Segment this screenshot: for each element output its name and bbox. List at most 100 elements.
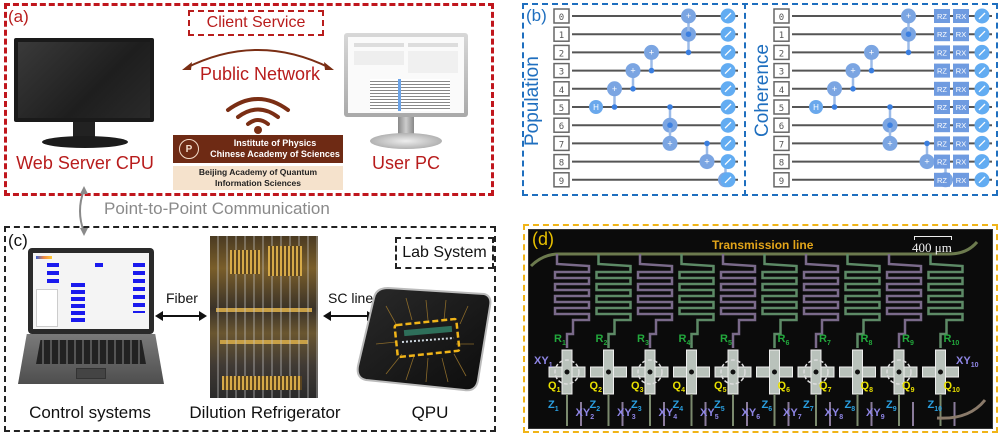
qubit-label: Q3 [631, 380, 644, 395]
hadamard-label: H [813, 103, 819, 112]
rotation-gate-rx [953, 45, 969, 60]
panel-b-divider [744, 3, 746, 196]
scale-bar-label: 400 μm [912, 240, 952, 255]
rotation-gate-label: RX [956, 139, 966, 148]
rotation-gate-rz [934, 154, 950, 169]
qubit-index-box [553, 62, 570, 79]
cnot-control-dot [685, 31, 692, 37]
qubit-index-box [773, 8, 790, 24]
readout-resonator [595, 254, 632, 348]
desktop-pc-icon [344, 33, 468, 151]
rotation-gate-label: RZ [937, 30, 947, 39]
qubit-index-label: 2 [779, 49, 784, 59]
qpu-chip-icon [356, 286, 492, 392]
z-line-label: Z2 [589, 399, 601, 414]
qubit-index-box [773, 153, 790, 170]
chip-layout [529, 241, 987, 426]
baqis-line1: Beijing Academy of Quantum [198, 167, 318, 177]
qubit-label: Q8 [860, 380, 873, 395]
cnot-control-dot [887, 122, 893, 128]
qubit-star [720, 359, 746, 385]
cnot-control-dot [831, 104, 838, 110]
rotation-gate-rx [953, 172, 969, 187]
cnot-target [901, 8, 916, 24]
xy-line-label: XY4 [658, 407, 678, 422]
readout-label: R10 [943, 333, 960, 348]
measurement-needle [978, 30, 986, 38]
readout-label: R3 [637, 333, 649, 348]
readout-label: R5 [720, 333, 732, 348]
institute-of-physics-logo: P Institute of Physics Chinese Academy o… [173, 135, 343, 163]
measurement-needle [724, 139, 732, 147]
client-service-box: Client Service [188, 10, 324, 36]
measurement-needle [724, 67, 732, 75]
readout-label: R7 [819, 333, 831, 348]
qubit-label: Q5 [714, 380, 727, 395]
z-line-label: Z6 [761, 399, 773, 414]
rotation-gate-rz [934, 172, 950, 187]
cnot-plus: + [832, 84, 837, 94]
qubit-index-label: 4 [779, 86, 784, 96]
public-network-label: Public Network [199, 64, 321, 84]
cnot-control-dot [924, 140, 930, 147]
qubit-label: Q6 [777, 380, 790, 395]
dilution-refrigerator-label: Dilution Refrigerator [189, 403, 341, 422]
measurement-needle [978, 139, 986, 147]
rotation-gate-rx [953, 9, 969, 23]
rotation-gate-label: RX [956, 103, 966, 112]
cnot-plus: + [924, 157, 929, 167]
cnot-control-dot [630, 86, 636, 92]
measurement-needle [724, 85, 732, 93]
qubit-star [637, 359, 663, 385]
qubit-index-label: 9 [779, 177, 784, 187]
qubit-index-label: 5 [779, 104, 784, 114]
z-line-label: Z5 [714, 399, 725, 414]
measurement-needle [978, 67, 986, 75]
cnot-plus: + [869, 47, 874, 57]
qubit-index-box [773, 172, 790, 188]
laptop-icon [10, 248, 170, 388]
baqis-logo: Beijing Academy of Quantum Information S… [173, 166, 343, 190]
qubit-junction [938, 369, 943, 375]
qubit-junction [896, 369, 902, 375]
user-pc-label: User PC [371, 153, 440, 173]
qubit-index-box [553, 135, 570, 152]
z-line-label: Z8 [844, 399, 856, 414]
rotation-gate-rz [934, 136, 950, 151]
xy-line-label: XY6 [741, 407, 761, 422]
qubit-index-label: 3 [779, 68, 784, 78]
readout-resonator [678, 254, 715, 348]
baqis-line2: Information Sciences [215, 178, 301, 188]
point-to-point-label: Point-to-Point Communication [104, 199, 330, 218]
cnot-control-dot [850, 86, 856, 92]
cnot-target [644, 44, 659, 60]
measurement-needle [724, 12, 732, 20]
cnot-target [699, 154, 715, 170]
wifi-icon [226, 97, 290, 134]
cnot-control-dot [667, 104, 673, 110]
transmission-line [529, 241, 979, 268]
xy-line-label: XY1 [534, 355, 553, 370]
cnot-control-dot [905, 31, 912, 37]
cnot-plus: + [887, 138, 892, 148]
institute-line1: Institute of Physics [233, 138, 317, 148]
rotation-gate-label: RZ [937, 48, 947, 57]
cnot-control-dot [887, 104, 893, 110]
readout-label: R4 [678, 333, 691, 348]
readout-resonator [553, 254, 591, 348]
qubit-index-label: 8 [559, 159, 564, 169]
readout-label: R9 [902, 333, 914, 348]
transmission-line-label: Transmission line [712, 238, 814, 252]
qubit-junction [855, 369, 860, 375]
panel-b-frame [522, 3, 998, 196]
qubit-index-label: 8 [779, 159, 784, 169]
panel-a-frame [4, 3, 494, 196]
rotation-gate-label: RZ [937, 121, 947, 130]
cnot-control-dot [704, 140, 710, 147]
qubit-index-label: 2 [559, 49, 564, 59]
qubit-junction [689, 369, 694, 375]
z-line-label: Z10 [927, 399, 943, 414]
measurement-needle [978, 12, 986, 20]
measurement-needle [724, 30, 732, 38]
